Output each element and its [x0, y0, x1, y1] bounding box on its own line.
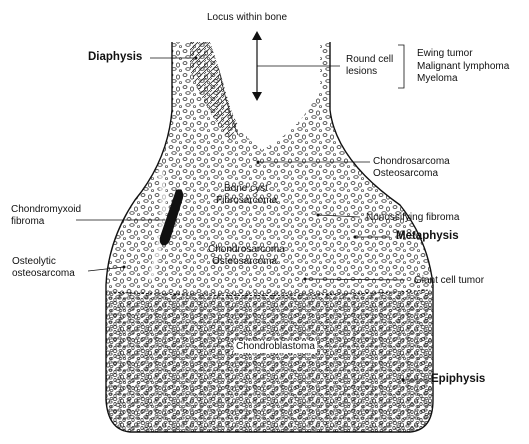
label-round-cell-2: lesions [346, 66, 378, 77]
round-cell-item-lymphoma: Malignant lymphoma [417, 61, 510, 72]
label-diaphysis: Diaphysis [88, 51, 143, 63]
label-osteolytic-2: osteosarcoma [12, 268, 75, 279]
label-giant-cell-tumor: Giant cell tumor [414, 275, 485, 286]
label-chondroblastoma: Chondroblastoma [234, 341, 317, 353]
label-metaphysis: Metaphysis [396, 230, 459, 242]
label-osteosarcoma-lower: Osteosarcoma [212, 256, 278, 267]
growth-plate-line [109, 289, 431, 297]
label-chondrosarcoma-upper: Chondrosarcoma [373, 156, 450, 167]
label-chondrosarcoma-lower: Chondrosarcoma [208, 244, 285, 255]
bone-outline [105, 42, 434, 433]
round-cell-item-ewing: Ewing tumor [417, 48, 473, 59]
label-osteolytic-1: Osteolytic [12, 256, 56, 267]
chondromyxoid-lesion [159, 189, 184, 246]
label-round-cell-1: Round cell [346, 54, 394, 65]
label-osteosarcoma-upper: Osteosarcoma [373, 168, 439, 179]
label-chondromyxoid-1: Chondromyxoid [11, 204, 82, 215]
label-chondromyxoid-2: fibroma [11, 216, 45, 227]
label-bone-cyst: Bone cyst [224, 183, 268, 194]
label-nonossifying-fibroma: Nonossifying fibroma [366, 212, 460, 223]
leader-dots [122, 56, 405, 382]
round-cell-item-myeloma: Myeloma [417, 73, 458, 84]
diagram-title: Locus within bone [207, 12, 288, 23]
medullary-cavity [210, 42, 320, 150]
label-epiphysis: Epiphysis [431, 373, 486, 385]
label-fibrosarcoma: Fibrosarcoma [216, 195, 278, 206]
leader-lines [76, 44, 428, 381]
